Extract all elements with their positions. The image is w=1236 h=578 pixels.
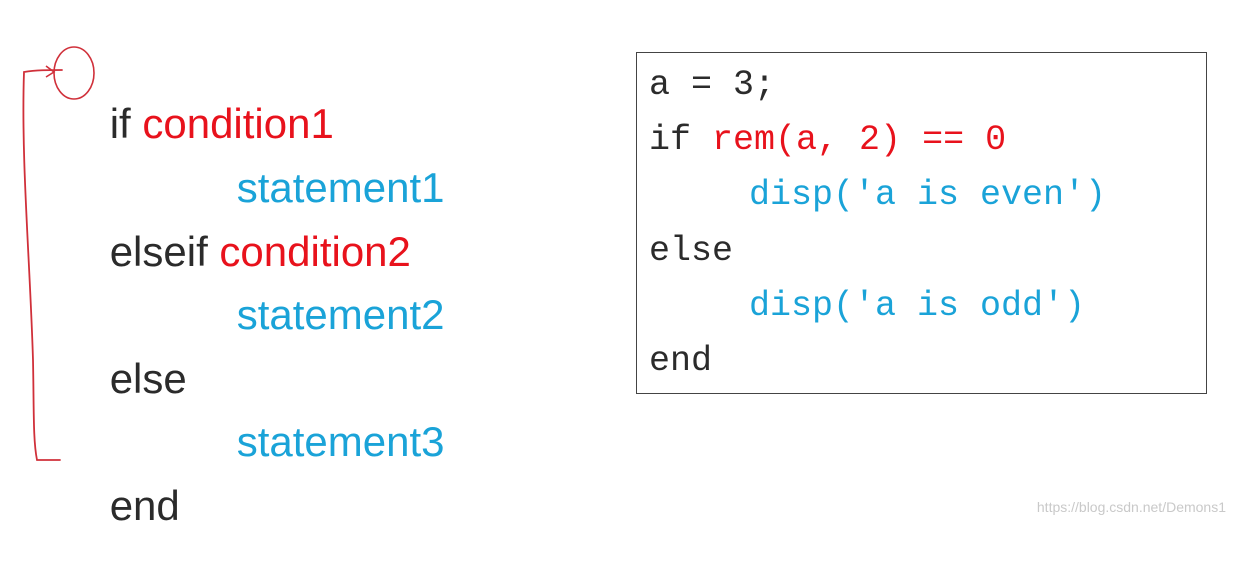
code-condition: rem(a, 2) == 0 <box>712 120 1007 160</box>
statement1-text: statement1 <box>236 164 445 211</box>
code-line-6: end <box>649 341 713 381</box>
code-example-box: a = 3; if rem(a, 2) == 0 disp('a is even… <box>636 52 1207 394</box>
end-keyword: end <box>109 482 180 529</box>
statement2-text: statement2 <box>236 291 445 338</box>
syntax-elseif-line: elseif condition2 <box>63 180 411 324</box>
watermark-text: https://blog.csdn.net/Demons1 <box>1036 499 1226 515</box>
syntax-end-line: end <box>63 434 180 578</box>
code-line-3: disp('a is even') <box>749 175 1107 215</box>
condition1-text: condition1 <box>142 100 334 147</box>
code-line-5: disp('a is odd') <box>749 286 1086 326</box>
code-if-keyword: if <box>649 120 692 160</box>
else-keyword: else <box>109 355 187 402</box>
code-line-4: else <box>649 231 734 271</box>
syntax-statement1-line: statement1 <box>190 116 445 260</box>
syntax-statement2-line: statement2 <box>190 243 445 387</box>
syntax-if-line: if condition1 <box>63 52 334 196</box>
syntax-template: if condition1 statement1 elseif conditio… <box>0 0 600 529</box>
code-line-1: a = 3; <box>649 65 776 105</box>
elseif-keyword: elseif <box>109 228 208 275</box>
syntax-else-line: else <box>63 307 187 451</box>
syntax-statement3-line: statement3 <box>190 370 445 514</box>
statement3-text: statement3 <box>236 418 445 465</box>
code-line-2: if rem(a, 2) == 0 <box>649 120 1006 160</box>
if-keyword: if <box>109 100 131 147</box>
condition2-text: condition2 <box>219 228 411 275</box>
